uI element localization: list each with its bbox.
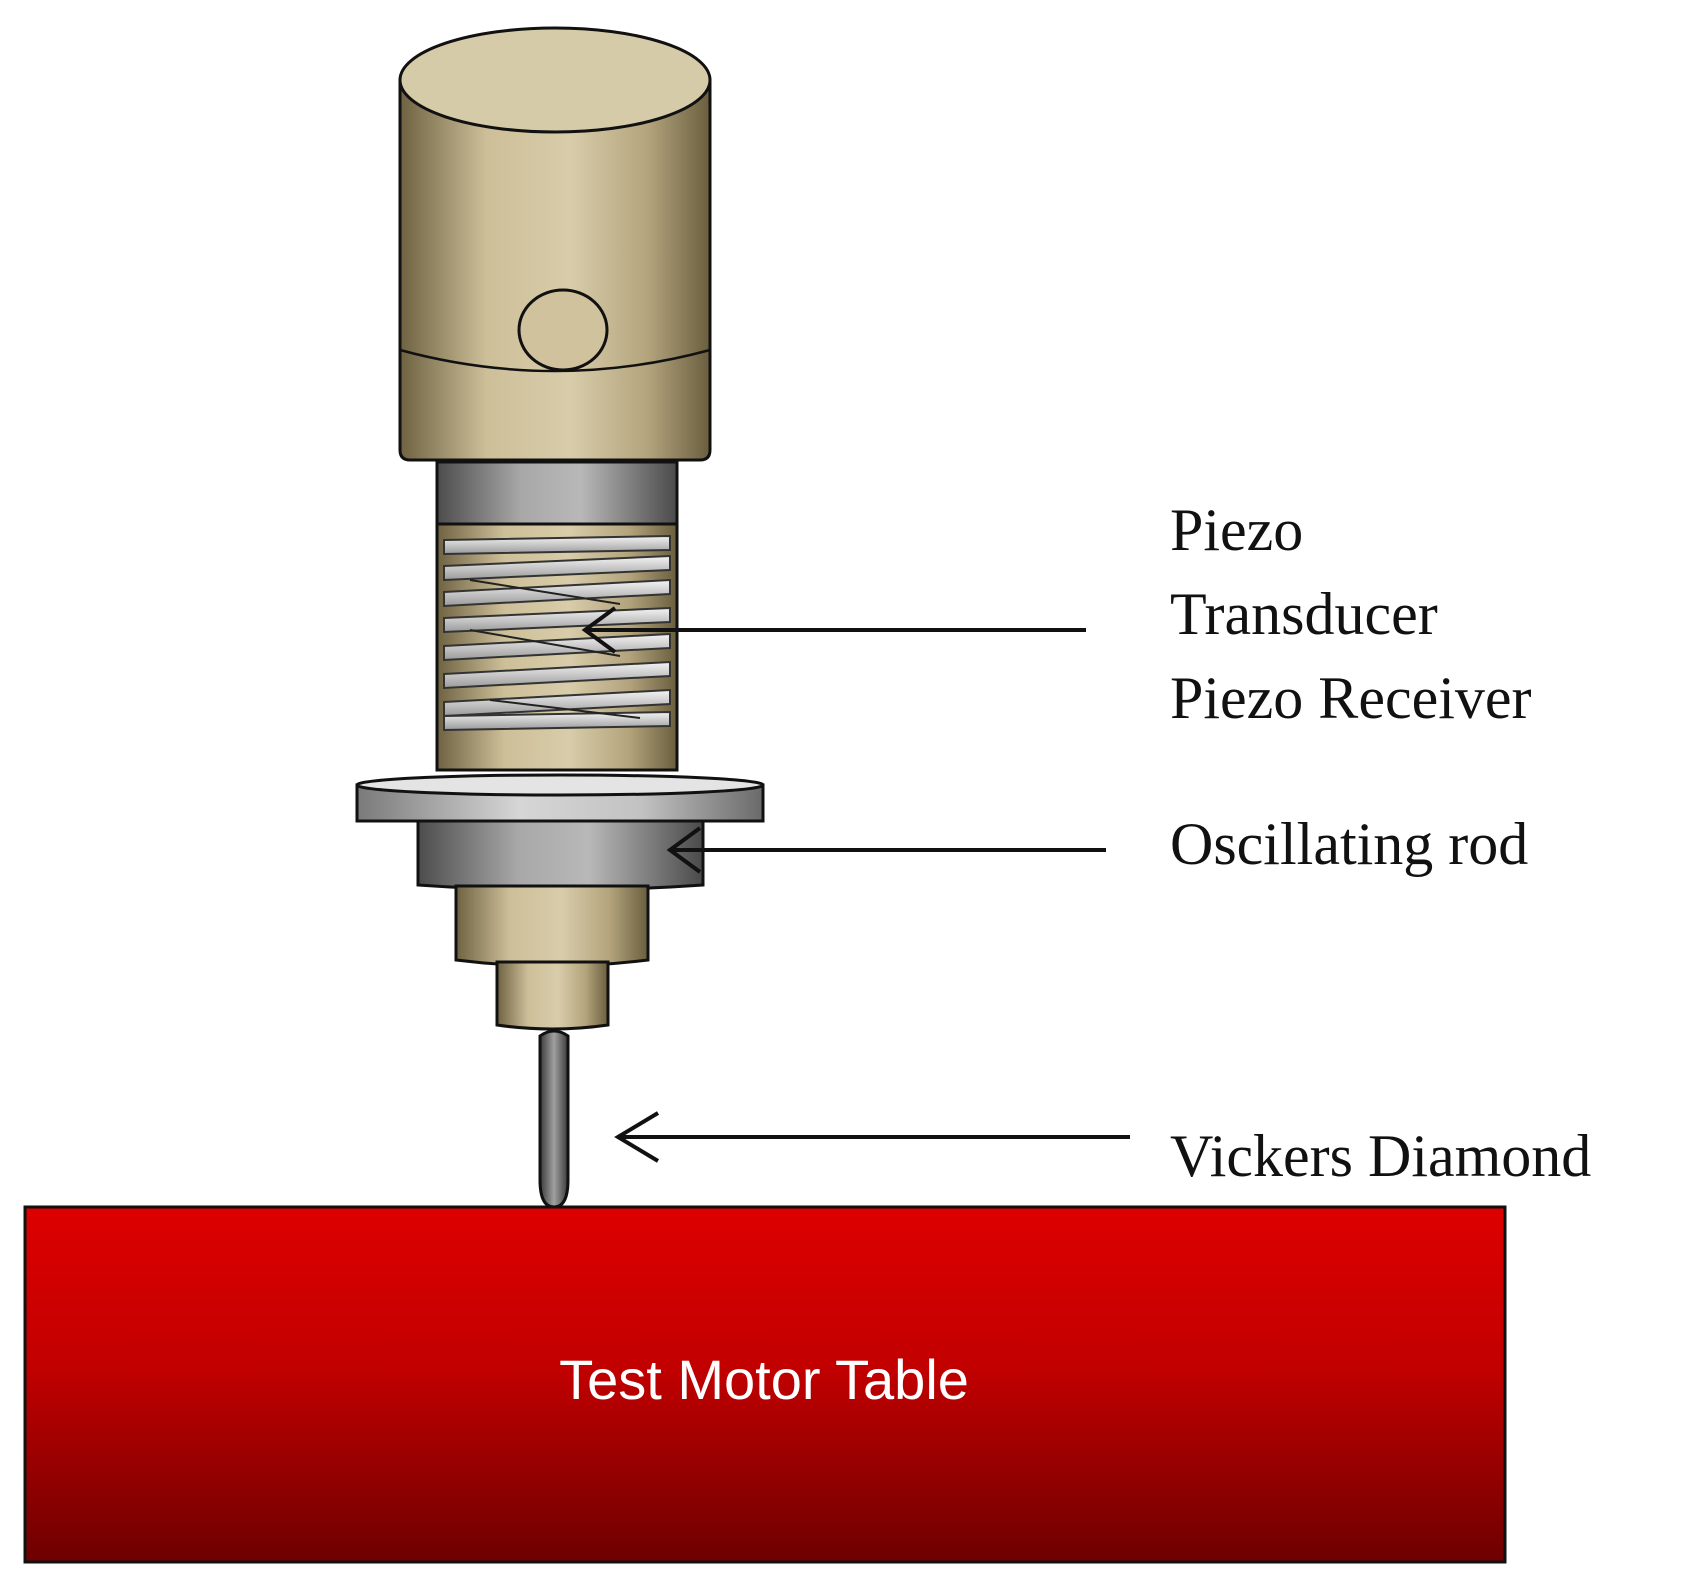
test-motor-table-label: Test Motor Table <box>559 1348 969 1411</box>
oscillating-rod-label: Oscillating rod <box>1170 811 1529 877</box>
piezo-label-line3: Piezo Receiver <box>1170 665 1532 731</box>
flange <box>355 773 765 823</box>
vickers-diamond-stylus <box>538 1029 570 1209</box>
vickers-diamond-label: Vickers Diamond <box>1170 1123 1592 1189</box>
vickers-diamond-callout-arrow <box>614 1111 1130 1163</box>
piezo-callout-arrow <box>581 606 1086 654</box>
rod-step-upper <box>454 884 650 968</box>
test-motor-table <box>23 1205 1507 1564</box>
upper-metal-ring <box>435 460 679 526</box>
piezo-label-line1: Piezo <box>1170 497 1304 563</box>
rod-step-lower <box>495 960 610 1031</box>
piezo-label-line2: Transducer <box>1170 581 1438 647</box>
piezo-transducer-receiver-label: Piezo Transducer Piezo Receiver <box>1170 488 1532 740</box>
oscillating-rod-callout-arrow <box>666 826 1106 874</box>
housing-button-icon <box>517 288 609 372</box>
transducer-housing <box>398 26 712 462</box>
housing-top-cap <box>398 26 712 134</box>
piezo-coil-windings <box>443 534 671 732</box>
oscillating-rod-ring <box>416 819 705 892</box>
